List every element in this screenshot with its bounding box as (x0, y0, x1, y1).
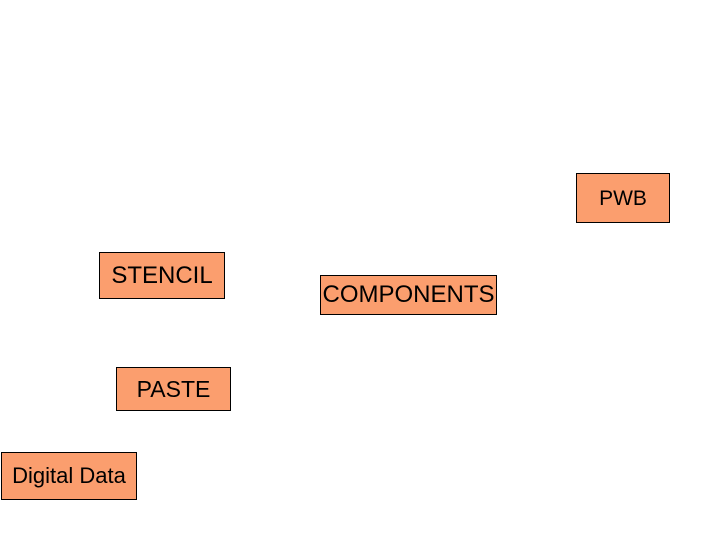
diagram-box-components: COMPONENTS (320, 275, 497, 315)
diagram-box-digital-data: Digital Data (1, 452, 137, 500)
diagram-box-paste: PASTE (116, 367, 231, 411)
diagram-box-stencil: STENCIL (99, 252, 225, 299)
diagram-box-stencil-label: STENCIL (111, 261, 213, 289)
diagram-box-digital-data-label: Digital Data (12, 463, 126, 488)
diagram-box-pwb-label: PWB (599, 186, 647, 210)
diagram-box-components-label: COMPONENTS (322, 281, 495, 308)
diagram-box-pwb: PWB (576, 173, 670, 223)
diagram-box-paste-label: PASTE (136, 375, 211, 402)
